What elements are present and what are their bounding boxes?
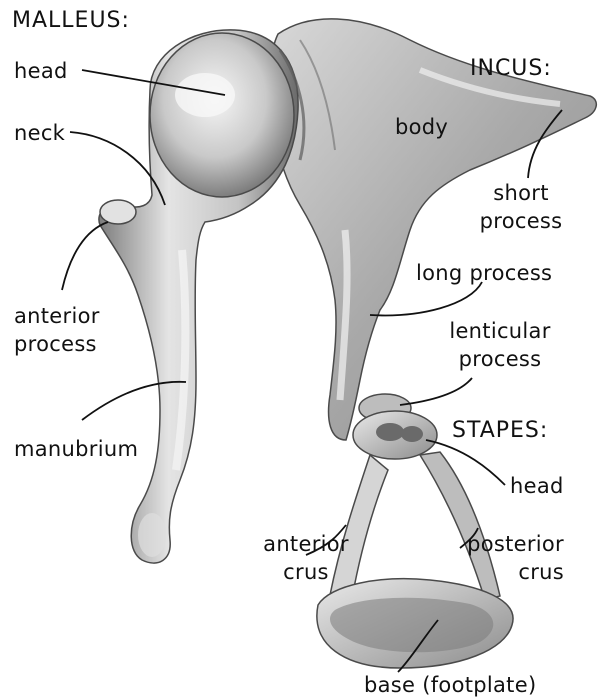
label-anterior-process-line2: process — [14, 333, 100, 355]
label-lenticular-process-line1: lenticular — [440, 320, 560, 342]
label-anterior-process: anterior process — [14, 305, 100, 355]
label-anterior-crus: anterior crus — [258, 533, 354, 583]
label-posterior-crus-line1: posterior — [452, 533, 564, 555]
stapes-title: STAPES: — [452, 420, 548, 442]
label-long-process: long process — [416, 262, 552, 284]
leader-lenticular-process — [400, 378, 472, 405]
malleus-title: MALLEUS: — [12, 10, 130, 32]
label-anterior-process-line1: anterior — [14, 305, 100, 327]
label-neck: neck — [14, 122, 65, 144]
label-lenticular-process: lenticular process — [440, 320, 560, 370]
label-lenticular-process-line2: process — [440, 348, 560, 370]
label-incus-body: body — [395, 116, 448, 138]
label-manubrium: manubrium — [14, 438, 138, 460]
label-posterior-crus-line2: crus — [452, 561, 564, 583]
leader-anterior-process — [62, 222, 108, 290]
label-short-process-line2: process — [476, 210, 566, 232]
label-anterior-crus-line2: crus — [258, 561, 354, 583]
label-anterior-crus-line1: anterior — [258, 533, 354, 555]
label-posterior-crus: posterior crus — [452, 533, 564, 583]
incus-title: INCUS: — [470, 58, 552, 80]
label-base-footplate: base (footplate) — [364, 674, 536, 696]
label-stapes-head: head — [510, 475, 564, 497]
label-malleus-head: head — [14, 60, 68, 82]
malleus-bone — [99, 30, 304, 563]
label-short-process: short process — [476, 182, 566, 232]
label-short-process-line1: short — [476, 182, 566, 204]
